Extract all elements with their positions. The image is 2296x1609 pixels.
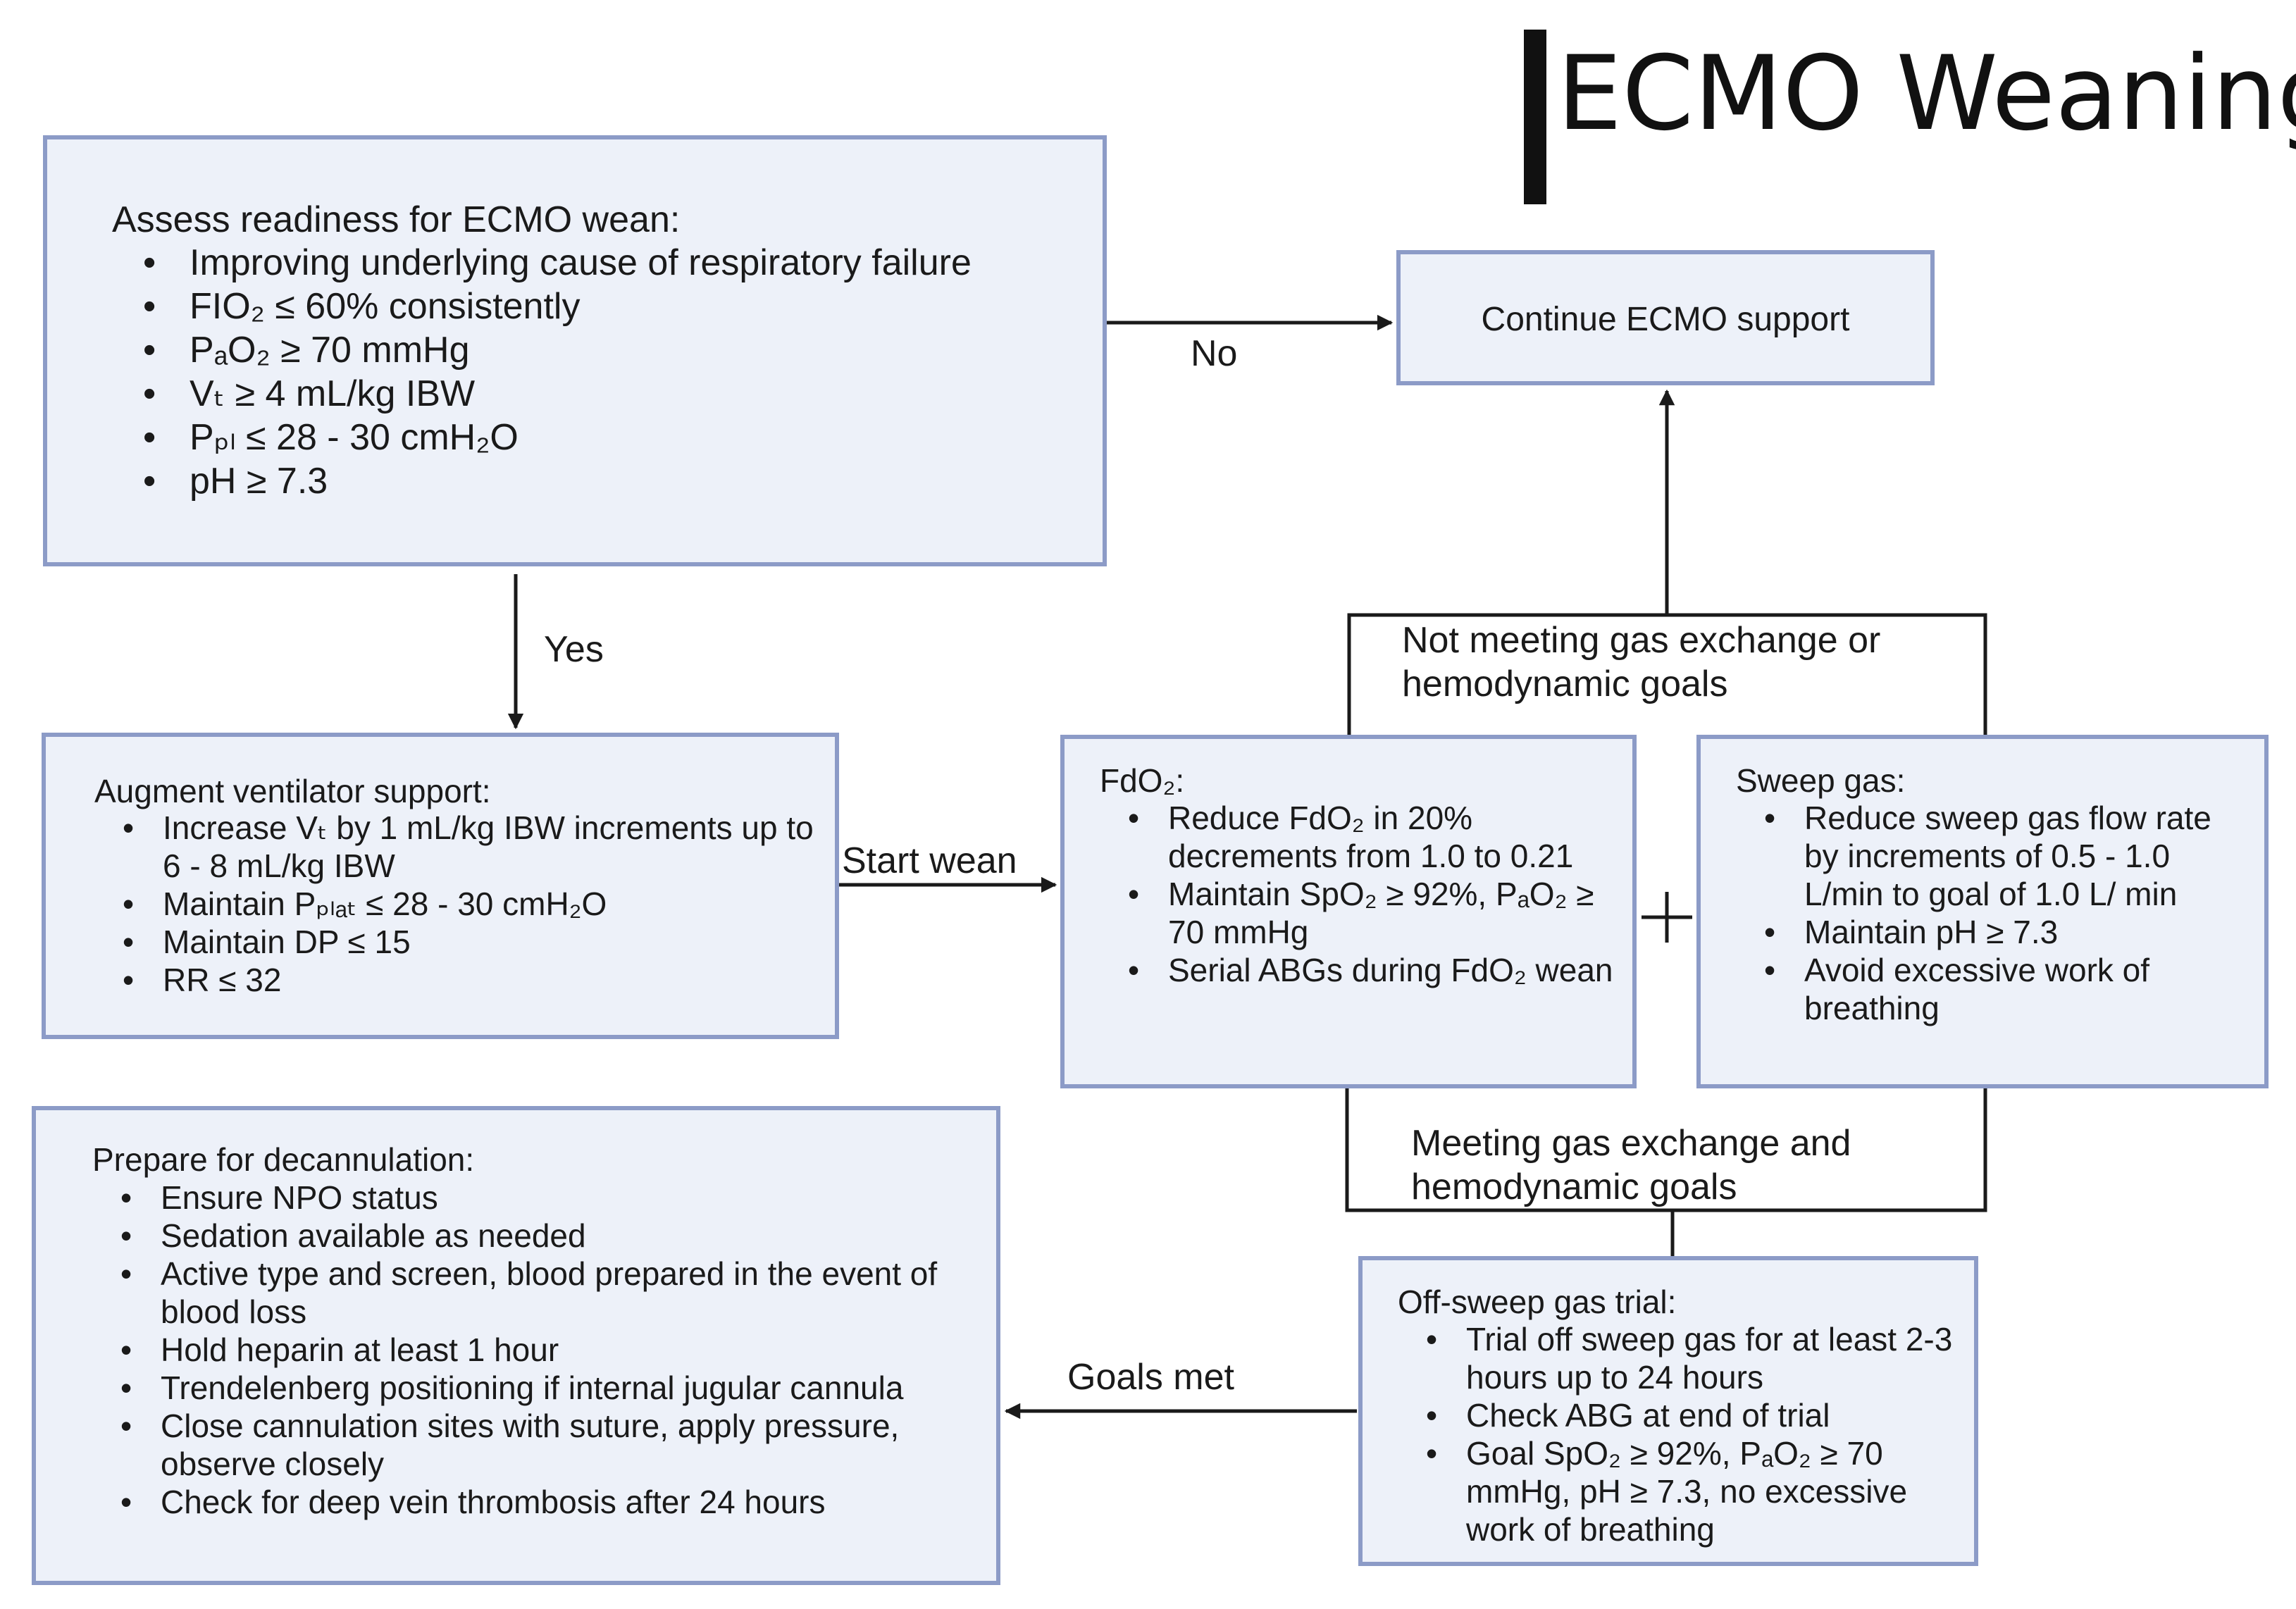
assess-list: Improving underlying cause of respirator… [112, 241, 972, 503]
plus-icon [1642, 892, 1692, 943]
prepare-item: Check for deep vein thrombosis after 24 … [92, 1483, 959, 1521]
continue-label: Continue ECMO support [1481, 301, 1850, 338]
assess-item: Vₜ ≥ 4 mL/kg IBW [112, 372, 972, 416]
assess-item: pH ≥ 7.3 [112, 459, 972, 503]
assess-item: FIO₂ ≤ 60% consistently [112, 285, 972, 328]
prepare-item: Hold heparin at least 1 hour [92, 1331, 959, 1369]
goals-met-label: Goals met [1067, 1357, 1234, 1398]
fdo2-item: Serial ABGs during FdO₂ wean [1100, 951, 1621, 989]
title-bar [1524, 30, 1546, 204]
meeting-bracket [1345, 1088, 1987, 1212]
fdo2-item: Reduce FdO₂ in 20% decrements from 1.0 t… [1100, 799, 1621, 875]
assess-item: PₐO₂ ≥ 70 mmHg [112, 328, 972, 372]
yes-label: Yes [544, 629, 604, 670]
offsweep-item: Check ABG at end of trial [1398, 1396, 1954, 1434]
prepare-heading: Prepare for decannulation: [92, 1141, 475, 1178]
augment-heading: Augment ventilator support: [94, 773, 491, 809]
fdo2-list: Reduce FdO₂ in 20% decrements from 1.0 t… [1100, 799, 1621, 989]
assess-heading: Assess readiness for ECMO wean: [112, 199, 681, 240]
augment-item: Increase Vₜ by 1 mL/kg IBW increments up… [94, 809, 827, 885]
offsweep-item: Trial off sweep gas for at least 2-3 hou… [1398, 1320, 1954, 1396]
augment-item: RR ≤ 32 [94, 961, 827, 999]
assess-item: Improving underlying cause of respirator… [112, 241, 972, 285]
start-wean-label: Start wean [842, 840, 1017, 881]
augment-list: Increase Vₜ by 1 mL/kg IBW increments up… [94, 809, 827, 999]
fdo2-box: FdO₂: Reduce FdO₂ in 20% decrements from… [1060, 735, 1637, 1088]
assess-readiness-box: Assess readiness for ECMO wean: Improvin… [43, 135, 1107, 566]
augment-item: Maintain DP ≤ 15 [94, 923, 827, 961]
prepare-item: Close cannulation sites with suture, app… [92, 1407, 959, 1483]
sweep-item: Maintain pH ≥ 7.3 [1736, 913, 2243, 951]
prepare-item: Active type and screen, blood prepared i… [92, 1255, 959, 1331]
offsweep-list: Trial off sweep gas for at least 2-3 hou… [1398, 1320, 1954, 1548]
meeting-label: Meeting gas exchange and hemodynamic goa… [1411, 1123, 1851, 1207]
page-title: ECMO Weaning [1557, 34, 2296, 154]
sweep-gas-box: Sweep gas: Reduce sweep gas flow rate by… [1696, 735, 2269, 1088]
augment-item: Maintain Pₚₗₐₜ ≤ 28 - 30 cmH₂O [94, 885, 827, 923]
sweep-list: Reduce sweep gas flow rate by increments… [1736, 799, 2243, 1027]
prepare-list: Ensure NPO status Sedation available as … [92, 1179, 959, 1521]
not-meeting-label: Not meeting gas exchange or hemodynamic … [1402, 620, 1881, 704]
off-sweep-trial-box: Off-sweep gas trial: Trial off sweep gas… [1358, 1256, 1978, 1566]
prepare-item: Trendelenberg positioning if internal ju… [92, 1369, 959, 1407]
offsweep-heading: Off-sweep gas trial: [1398, 1284, 1677, 1320]
prepare-item: Ensure NPO status [92, 1179, 959, 1217]
sweep-heading: Sweep gas: [1736, 762, 1906, 799]
offsweep-item: Goal SpO₂ ≥ 92%, PₐO₂ ≥ 70 mmHg, pH ≥ 7.… [1398, 1434, 1954, 1548]
sweep-item: Avoid excessive work of breathing [1736, 951, 2243, 1027]
fdo2-item: Maintain SpO₂ ≥ 92%, PₐO₂ ≥ 70 mmHg [1100, 875, 1621, 951]
assess-item: Pₚₗ ≤ 28 - 30 cmH₂O [112, 416, 972, 459]
no-label: No [1191, 333, 1238, 374]
sweep-item: Reduce sweep gas flow rate by increments… [1736, 799, 2243, 913]
fdo2-heading: FdO₂: [1100, 762, 1185, 799]
prepare-decannulation-box: Prepare for decannulation: Ensure NPO st… [32, 1106, 1000, 1585]
prepare-item: Sedation available as needed [92, 1217, 959, 1255]
augment-ventilator-box: Augment ventilator support: Increase Vₜ … [42, 733, 839, 1039]
continue-ecmo-box: Continue ECMO support [1396, 250, 1935, 385]
